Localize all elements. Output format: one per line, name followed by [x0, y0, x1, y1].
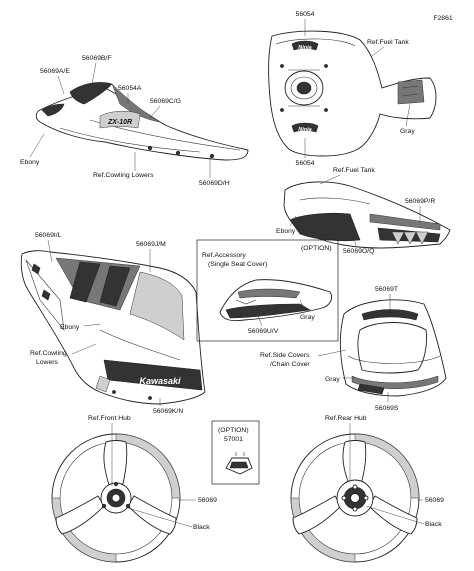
single-seat-cover	[219, 279, 333, 322]
tail-cowl	[339, 299, 447, 397]
ref-side-covers-label-1: Ref.Side Covers	[260, 352, 310, 359]
middle-cowl: Kawasaki	[20, 250, 206, 405]
ref-accessory-label-1: Ref.Accessory	[202, 252, 246, 259]
tank-logo-2: Ninja	[298, 127, 311, 133]
ref-fuel-tank-mid-label: Ref.Fuel Tank	[333, 167, 375, 174]
rear-wheel-part-label: 56069	[425, 497, 444, 504]
seat-cover	[283, 181, 451, 249]
seat-cover-part-q-label: 56069O/Q	[343, 248, 374, 255]
ref-accessory-label-2: (Single Seat Cover)	[208, 261, 267, 268]
black-rear-label: Black	[425, 521, 442, 528]
tank-logo-1: Ninja	[298, 45, 311, 51]
upper-cowl-part-54a-label: 56054A	[118, 85, 142, 92]
rear-wheel	[290, 433, 420, 563]
ref-side-covers-label-2: /Chain Cover	[270, 361, 310, 368]
fuel-tank-cover: Ninja Ninja	[268, 30, 437, 157]
option-bottom-label: (OPTION)	[218, 427, 249, 434]
option-part-icon	[225, 452, 253, 475]
upper-cowl-part-b-label: 56069B/F	[82, 55, 111, 62]
middle-cowl-part-i-label: 56069I/L	[35, 232, 62, 239]
upper-cowl-part-c-label: 56069C/G	[150, 98, 181, 105]
upper-cowl-left-part-label: 56069A/E	[40, 68, 70, 75]
ref-cowling-lowers-upper-label: Ref.Cowling Lowers	[93, 172, 154, 179]
ref-cowling-lowers-mid-label-1: Ref.Cowling	[30, 350, 67, 357]
tail-part-s-label: 56069S	[375, 405, 399, 412]
front-wheel	[51, 433, 181, 563]
black-front-label: Black	[193, 524, 210, 531]
seat-cover-part-p-label: 56069P/R	[405, 198, 435, 205]
figure-code: F2861	[433, 15, 452, 22]
ref-fuel-tank-top-label: Ref.Fuel Tank	[367, 39, 409, 46]
tank-cover-part-lower-label: 56054	[296, 160, 315, 167]
ref-front-hub-label: Ref.Front Hub	[88, 415, 131, 422]
cowl-logo: ZX-10R	[107, 119, 132, 126]
middle-cowl-part-k-label: 56069K/N	[153, 408, 183, 415]
gray-tail-label: Gray	[325, 376, 340, 383]
option-box-57001	[211, 420, 260, 485]
side-logo: Kawasaki	[139, 376, 181, 386]
tank-cover-part-label: 56054	[296, 11, 315, 18]
gray-accessory-label: Gray	[300, 314, 315, 321]
middle-cowl-part-j-label: 56069J/M	[136, 241, 166, 248]
ebony-middle-label: Ebony	[60, 324, 80, 331]
ebony-upper-label: Ebony	[20, 159, 40, 166]
option-part-label: 57001	[224, 436, 243, 443]
front-wheel-part-label: 56069	[198, 497, 217, 504]
option-box-accessory	[196, 239, 339, 342]
ref-rear-hub-label: Ref.Rear Hub	[325, 415, 367, 422]
tail-part-t-label: 56069T	[375, 286, 398, 293]
ref-cowling-lowers-mid-label-2: Lowers	[36, 359, 59, 366]
ebony-seat-label: Ebony	[276, 228, 296, 235]
upper-cowl: ZX-10R	[35, 82, 249, 161]
gray-tank-label: Gray	[400, 128, 415, 135]
option-top-label: (OPTION)	[301, 245, 332, 252]
upper-cowl-part-d-label: 56069D/H	[199, 180, 230, 187]
accessory-part-u-label: 56069U/V	[248, 328, 279, 335]
